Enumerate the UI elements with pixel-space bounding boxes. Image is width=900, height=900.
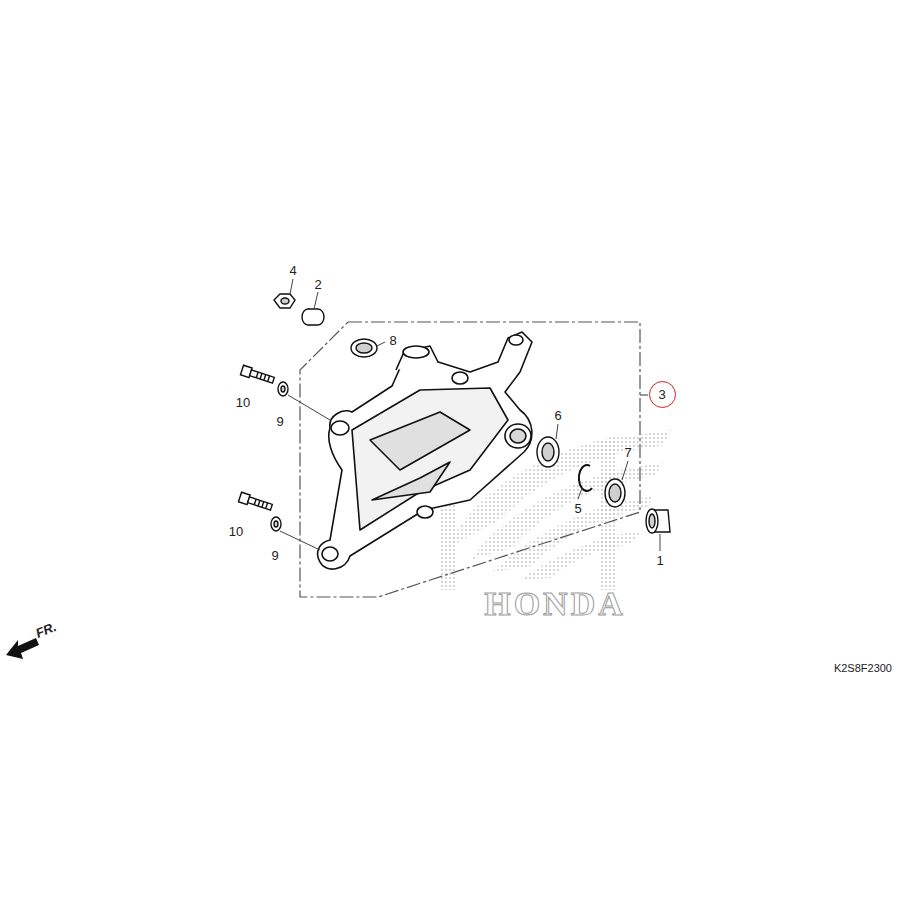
callout-number: 2 bbox=[314, 278, 321, 291]
brand-watermark: HONDA bbox=[484, 587, 626, 621]
front-arrow bbox=[6, 638, 39, 659]
callout-number: 4 bbox=[289, 264, 296, 277]
callout-number: 10 bbox=[229, 525, 243, 538]
callout-number: 3 bbox=[658, 388, 665, 401]
callout-number: 9 bbox=[271, 549, 278, 562]
leader-lines bbox=[280, 279, 660, 551]
diagram-code: K2S8F2300 bbox=[834, 663, 892, 674]
callout-circle: 3 bbox=[649, 381, 676, 408]
assembly-bracket bbox=[300, 322, 640, 597]
callout-number: 9 bbox=[276, 415, 283, 428]
swingarm bbox=[318, 332, 532, 569]
callout-number: 6 bbox=[554, 409, 561, 422]
callout-number: 8 bbox=[389, 334, 396, 347]
callout-number: 7 bbox=[624, 446, 631, 459]
front-label: FR. bbox=[34, 620, 58, 640]
callout-number: 10 bbox=[236, 396, 250, 409]
callout-number: 1 bbox=[656, 554, 663, 567]
parts bbox=[238, 294, 670, 533]
callout-number: 5 bbox=[574, 502, 581, 515]
